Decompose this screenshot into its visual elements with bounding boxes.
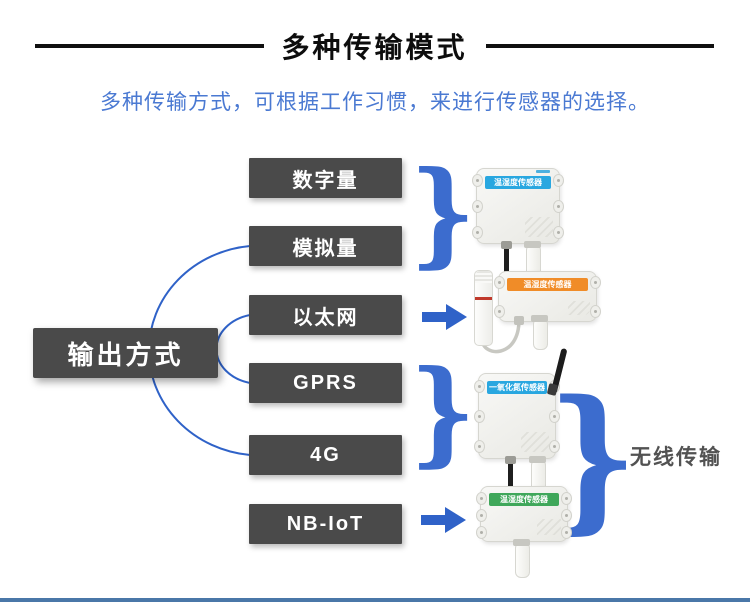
subtitle: 多种传输方式，可根据工作习惯，来进行传感器的选择。 bbox=[100, 91, 650, 114]
sensor-body: 温湿度传感器 bbox=[476, 486, 572, 542]
sensor-probe-black bbox=[505, 456, 516, 493]
product-temp-humidity-sensor-nbiot: 温湿度传感器 bbox=[476, 486, 572, 580]
output-mode-label: 输出方式 bbox=[67, 339, 184, 370]
vent-ridges bbox=[525, 217, 553, 237]
sensor-body: 一氧化氮传感器 bbox=[474, 373, 560, 459]
sensor-probe-black bbox=[501, 241, 512, 276]
brace-glyph: } bbox=[410, 146, 476, 280]
mount-tab-icon bbox=[472, 200, 483, 213]
footer-bar bbox=[0, 598, 750, 602]
mount-tab-icon bbox=[476, 509, 487, 522]
vent-ridges bbox=[537, 519, 561, 535]
mount-tab-icon bbox=[474, 380, 485, 393]
mode-box-analog: 模拟量 bbox=[249, 226, 402, 266]
mode-box-digital: 数字量 bbox=[249, 158, 402, 198]
sensor-probe-white bbox=[513, 539, 530, 578]
mount-tab-icon bbox=[561, 526, 572, 539]
mount-tab-icon bbox=[472, 226, 483, 239]
sensor-band-label: 一氧化氮传感器 bbox=[487, 381, 547, 394]
curly-brace-gprs-4g-icon: } bbox=[410, 346, 476, 478]
product-temp-humidity-sensor-ethernet: 温湿度传感器 bbox=[472, 268, 601, 360]
mount-tab-icon bbox=[474, 440, 485, 453]
mount-tab-icon bbox=[553, 174, 564, 187]
output-mode-box: 输出方式 bbox=[33, 328, 218, 378]
title-rule-right bbox=[485, 44, 715, 48]
sensor-body: 温湿度传感器 bbox=[494, 271, 601, 322]
page-title: 多种传输模式 bbox=[281, 32, 468, 63]
sensor-band-label: 温湿度传感器 bbox=[507, 278, 588, 291]
external-probe bbox=[474, 270, 493, 346]
mount-tab-icon bbox=[553, 226, 564, 239]
mount-tab-icon bbox=[590, 276, 601, 289]
sensor-band-label: 温湿度传感器 bbox=[485, 176, 551, 189]
product-temp-humidity-sensor-digital: 温湿度传感器 bbox=[472, 166, 564, 280]
brace-glyph: } bbox=[410, 345, 476, 479]
mount-tab-icon bbox=[561, 492, 572, 505]
vent-ridges bbox=[568, 301, 590, 315]
mode-box-ethernet: 以太网 bbox=[249, 295, 402, 335]
mount-tab-icon bbox=[549, 410, 560, 423]
mount-tab-icon bbox=[494, 305, 505, 318]
cable-gland bbox=[514, 316, 524, 325]
mount-tab-icon bbox=[494, 276, 505, 289]
section-header: 多种传输模式 bbox=[35, 26, 715, 66]
sensor-body: 温湿度传感器 bbox=[472, 168, 564, 244]
mount-tab-icon bbox=[561, 509, 572, 522]
mount-tab-icon bbox=[476, 526, 487, 539]
sensor-antenna-base bbox=[546, 383, 559, 396]
vent-ridges bbox=[521, 432, 549, 452]
sensor-probe-white bbox=[531, 315, 548, 350]
mount-tab-icon bbox=[549, 440, 560, 453]
curly-brace-wireless-icon: } bbox=[548, 365, 638, 548]
brand-mark bbox=[536, 170, 550, 173]
mount-tab-icon bbox=[590, 305, 601, 318]
title-rule-left bbox=[35, 44, 264, 48]
arrow-ethernet-icon bbox=[422, 304, 467, 330]
mount-tab-icon bbox=[472, 174, 483, 187]
mode-box-gprs: GPRS bbox=[249, 363, 402, 403]
arrow-nbiot-icon bbox=[421, 507, 466, 533]
mount-tab-icon bbox=[553, 200, 564, 213]
mode-box-4g: 4G bbox=[249, 435, 402, 475]
mount-tab-icon bbox=[476, 492, 487, 505]
sensor-band-label: 温湿度传感器 bbox=[489, 493, 559, 506]
curly-brace-digital-analog-icon: } bbox=[410, 147, 476, 279]
mode-box-nbiot: NB-IoT bbox=[249, 504, 402, 544]
product-no-sensor-wireless: 一氧化氮传感器 bbox=[474, 347, 572, 500]
mount-tab-icon bbox=[474, 410, 485, 423]
wireless-transmission-label: 无线传输 bbox=[630, 446, 722, 469]
